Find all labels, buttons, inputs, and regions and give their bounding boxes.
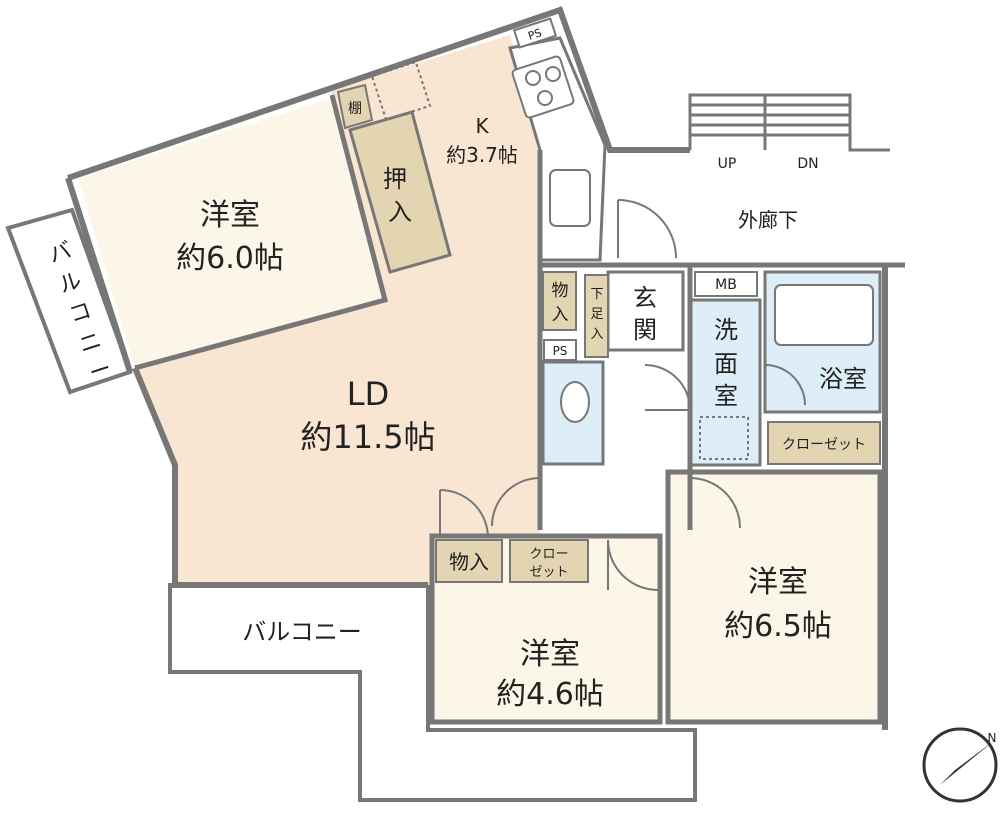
kitchen-name: K <box>475 114 489 138</box>
oshiire-char-1: 押 <box>383 165 407 193</box>
bathtub <box>774 284 874 346</box>
closet-c-line-2: ゼット <box>529 565 568 580</box>
storage-a-char-1: 物 <box>552 281 569 301</box>
getabako-char-1: 下 <box>590 287 603 302</box>
corridor-label: 外廊下 <box>738 208 798 232</box>
up-label: UP <box>718 156 737 172</box>
western-c-size: 約4.6帖 <box>496 677 604 712</box>
outer-wall <box>132 366 428 588</box>
mb-label: MB <box>715 277 737 293</box>
sink <box>549 169 591 227</box>
bedroom-divider <box>134 94 389 371</box>
entrance-char-1: 玄 <box>633 284 657 312</box>
ventilation-wash <box>699 416 749 460</box>
bottom-balcony <box>168 583 697 802</box>
entrance-char-2: 関 <box>633 316 657 344</box>
shelf-floor <box>336 83 374 130</box>
closet-c-floor <box>509 539 589 583</box>
ps-label-hall: PS <box>553 344 568 358</box>
closet-b-floor <box>767 421 881 465</box>
ps-box-hall <box>543 339 577 361</box>
kitchen-size: 約3.7帖 <box>446 143 518 167</box>
bath-name: 浴室 <box>819 365 867 393</box>
oshiire-char-2: 入 <box>388 198 412 226</box>
ventilation <box>370 60 432 122</box>
stairs <box>688 93 890 152</box>
getabako-char-2: 足 <box>590 307 603 322</box>
western-c-name: 洋室 <box>520 637 580 672</box>
western-b-name: 洋室 <box>748 565 808 600</box>
storage-a-floor <box>542 271 577 331</box>
western-b-size: 約6.5帖 <box>724 609 832 644</box>
western-b-floor <box>665 469 883 725</box>
ld-name: LD <box>347 375 389 413</box>
western-a-name: 洋室 <box>200 198 260 233</box>
shelf-label: 棚 <box>348 101 362 117</box>
dn-label: DN <box>797 156 818 172</box>
ps-box-top <box>512 17 558 49</box>
washroom-char-2: 面 <box>714 350 738 378</box>
stove <box>511 55 575 119</box>
compass-icon <box>922 727 998 803</box>
toilet <box>560 381 590 423</box>
doors <box>439 199 806 591</box>
closet-b-label: クローゼット <box>782 437 866 453</box>
getabako-char-3: 入 <box>590 327 603 342</box>
closet-c-line-1: クロー <box>529 547 568 562</box>
balcony-bottom-label: バルコニー <box>242 618 362 646</box>
storage-a-char-2: 入 <box>552 305 569 325</box>
western-a-size: 約6.0帖 <box>176 241 284 276</box>
ps-label-top: PS <box>526 26 543 43</box>
washroom-char-1: 洗 <box>714 316 738 344</box>
wall-left <box>65 177 133 373</box>
mb-box <box>694 271 758 297</box>
outer-wall-top <box>67 6 690 181</box>
ld-floor <box>135 35 540 585</box>
washroom-char-3: 室 <box>714 382 738 410</box>
getabako-floor <box>584 274 609 358</box>
western-a-floor <box>78 98 385 368</box>
storage-b-floor <box>435 539 503 583</box>
compass-label: N <box>988 731 997 745</box>
ld-size: 約11.5帖 <box>300 418 435 456</box>
storage-b-label: 物入 <box>449 550 489 574</box>
entrance-floor <box>606 270 685 352</box>
